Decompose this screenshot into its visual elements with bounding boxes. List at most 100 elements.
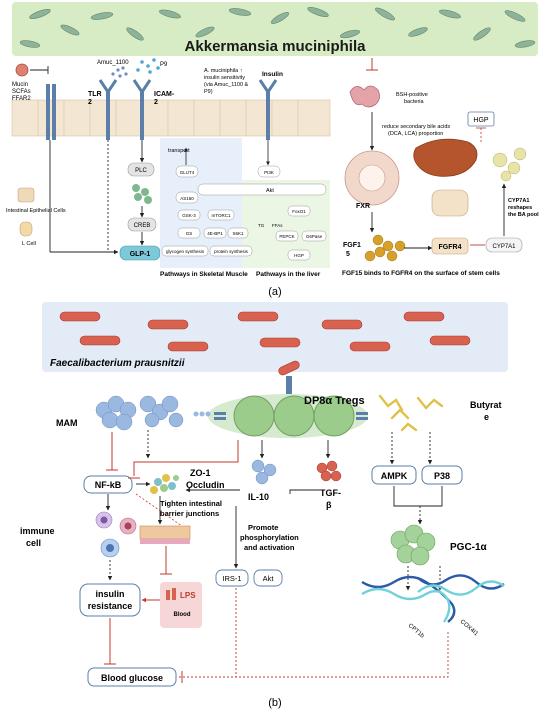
reduce-label-2: (DCA, LCA) proportion	[388, 131, 443, 137]
treg-receptor	[286, 376, 292, 394]
s6k1-label: S6K1	[232, 231, 244, 236]
receptor-ffar2	[46, 84, 56, 140]
panel-b-caption: (b)	[268, 697, 281, 709]
glut4-node	[175, 165, 199, 178]
akt-node	[253, 569, 283, 587]
insulin-resistance-node	[79, 583, 141, 617]
note-line-2: insulin sensitivity	[204, 75, 245, 81]
plc-node	[127, 162, 155, 177]
note-line-4: P9)	[204, 89, 213, 95]
irs1-node	[215, 569, 249, 587]
receptor-icam2	[132, 79, 152, 140]
epithelial-cell-icon	[17, 187, 35, 203]
reduce-label-1: reduce secondary bile acids	[382, 124, 450, 130]
creb-node	[127, 217, 157, 232]
il10-label: IL-10	[248, 492, 269, 502]
hgp-small-node	[287, 249, 311, 261]
bsh-label: BSH-positive	[396, 92, 428, 98]
intestine-icon	[349, 85, 380, 108]
pgc-cluster	[390, 524, 436, 566]
akt-b-label: Akt	[263, 574, 275, 583]
blood-label: Blood	[174, 612, 191, 618]
mam-cluster	[95, 395, 184, 431]
nfkb-node	[83, 475, 133, 494]
ebp1-label: 4E-BP1	[207, 231, 223, 236]
amuc-label: Amuc_1100	[97, 60, 129, 66]
lps-box	[160, 582, 202, 628]
epithelial-label: Intestinal Epithelial Cells	[6, 208, 66, 214]
p38-node	[421, 465, 463, 485]
lcell-icon	[19, 221, 33, 237]
epithelium	[11, 99, 331, 137]
tlr-label: TLR	[88, 91, 102, 98]
foxo1-label: FoxO1	[292, 209, 306, 214]
transport-label: transport	[168, 148, 190, 154]
panel-b: Faecalibacterium prausnitzii DP8α Tregs …	[20, 302, 508, 709]
tighten-line-1: Tighten intestinal	[160, 499, 222, 508]
zo1-cluster	[150, 474, 179, 494]
cox4i1-label: COX4I1	[459, 619, 480, 638]
akkermansia-title: Akkermansia muciniphila	[185, 38, 367, 55]
g6pase-node	[301, 230, 327, 242]
stem-cell-icon	[431, 189, 469, 217]
tregs-label: DP8α Tregs	[304, 395, 365, 407]
fgfr4-node	[431, 237, 469, 255]
pepck-label: PEPCK	[279, 234, 294, 239]
blood-glucose-node	[87, 667, 177, 687]
butyrate-label: Butyrat	[470, 400, 502, 410]
tgf-cluster	[316, 460, 342, 482]
lps-label: LPS	[180, 591, 196, 600]
glycogen-node	[161, 245, 209, 257]
ffar2-label: FFAR2	[12, 96, 31, 102]
butyrate-label-2: e	[484, 412, 489, 422]
g6pase-label: G6Pase	[306, 234, 323, 239]
cyp-note-2: reshapes	[508, 205, 532, 211]
receptor-insulin	[258, 79, 278, 140]
ampk-node	[371, 465, 417, 485]
cyp7a1-node	[485, 237, 523, 253]
fgfr4-label: FGFR4	[439, 244, 462, 251]
fgf15-cluster	[364, 234, 406, 262]
gsk3-node	[177, 209, 201, 221]
tighten-line-2: barrier junctions	[160, 509, 219, 518]
scfas-label: SCFAs	[12, 89, 31, 95]
cyp-note-1: CYP7A1	[508, 198, 529, 204]
protein-label: protein synthesis	[214, 249, 249, 254]
akt-label: Akt	[266, 188, 274, 194]
faecalibacterium-bacteria	[59, 311, 471, 376]
hgp-box	[467, 111, 495, 127]
tgf-label-2: β	[326, 500, 332, 510]
ffas-label: FFAs	[272, 223, 283, 228]
p9-label: P9	[160, 62, 168, 68]
lps-icon	[166, 588, 176, 600]
promote-line-2: phosphorylation	[240, 533, 299, 542]
note-line-3: (via Amuc_1100 &	[204, 82, 249, 88]
pi3k-label: PI3K	[264, 170, 274, 175]
mam-particles	[193, 411, 211, 417]
gs-label: GS	[186, 231, 193, 236]
p38-label: P38	[434, 471, 450, 481]
hgp-label: HGP	[473, 117, 489, 124]
as160-node	[175, 191, 199, 204]
promote-line-3: and activation	[244, 543, 295, 552]
bsh-label-2: bacteria	[404, 99, 425, 105]
il10-cluster	[251, 459, 277, 485]
cpt1b-label: CPT1b	[407, 623, 426, 640]
fgf15-label-2: 5	[346, 251, 350, 258]
glycogen-label: glycogen synthesis	[166, 249, 205, 254]
fgf15-label: FGF1	[343, 242, 361, 249]
mtorc1-node	[207, 209, 235, 221]
cyp-note-3: the BA pool	[508, 212, 539, 218]
plc-label: PLC	[135, 168, 147, 174]
insulin-resistance-line-2: resistance	[88, 601, 133, 611]
tlr-num: 2	[88, 99, 92, 106]
tregs-cluster	[208, 394, 368, 438]
akkermansia-bacteria	[19, 6, 536, 48]
akt-bar	[197, 183, 327, 196]
akkermansia-banner	[12, 2, 538, 56]
fgf-caption: FGF15 binds to FGFR4 on the surface of s…	[342, 270, 500, 277]
tgf-label: TGF-	[320, 488, 341, 498]
panel-a-caption: (a)	[268, 286, 281, 298]
irs1-label: IRS-1	[222, 574, 241, 583]
creb-label: CREB	[134, 223, 151, 229]
